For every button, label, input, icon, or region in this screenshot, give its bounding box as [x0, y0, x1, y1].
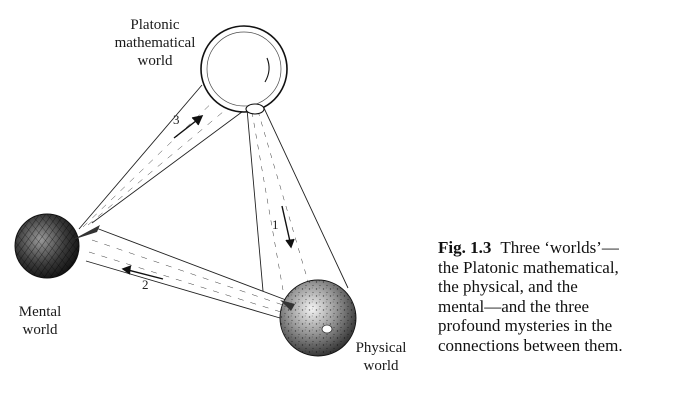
label-line: world: [363, 358, 399, 374]
caption-line: connections between them.: [438, 335, 623, 355]
physical-world-sphere: [279, 279, 357, 357]
mental-world-label: Mental world: [0, 303, 80, 339]
arrow-1-number: 1: [272, 217, 279, 232]
platonic-world-label: Platonic mathematical world: [100, 16, 210, 70]
caption-line: the Platonic mathematical,: [438, 257, 619, 277]
mental-world-sphere: [14, 213, 100, 279]
label-line: world: [137, 53, 173, 69]
figure-number: Fig. 1.3: [438, 238, 492, 257]
caption-line-first: Fig. 1.3 Three ‘worlds’—: [438, 238, 674, 258]
label-line: Platonic: [130, 17, 180, 33]
label-line: Mental: [18, 304, 62, 320]
caption-text: Three ‘worlds’—: [500, 238, 619, 257]
caption-line: the physical, and the: [438, 277, 578, 296]
arrow-3: [173, 115, 204, 139]
figure-caption: Fig. 1.3 Three ‘worlds’— the Platonic mat…: [438, 238, 674, 355]
physical-world-label: Physical world: [340, 339, 422, 375]
arrow-1: [281, 205, 295, 249]
beam-platonic-to-physical: [246, 107, 349, 292]
arrow-3-number: 3: [173, 112, 180, 127]
label-line: mathematical: [114, 35, 196, 51]
beam-physical-to-mental: [85, 227, 287, 319]
label-line: world: [22, 322, 58, 338]
caption-line: mental—and the three: [438, 296, 590, 316]
caption-line: profound mysteries in the: [438, 316, 613, 335]
label-line: Physical: [355, 340, 407, 356]
beam-mental-to-platonic: [78, 84, 251, 230]
arrow-2: [121, 265, 164, 280]
platonic-world-sphere: [200, 25, 288, 115]
arrow-2-number: 2: [142, 277, 149, 292]
